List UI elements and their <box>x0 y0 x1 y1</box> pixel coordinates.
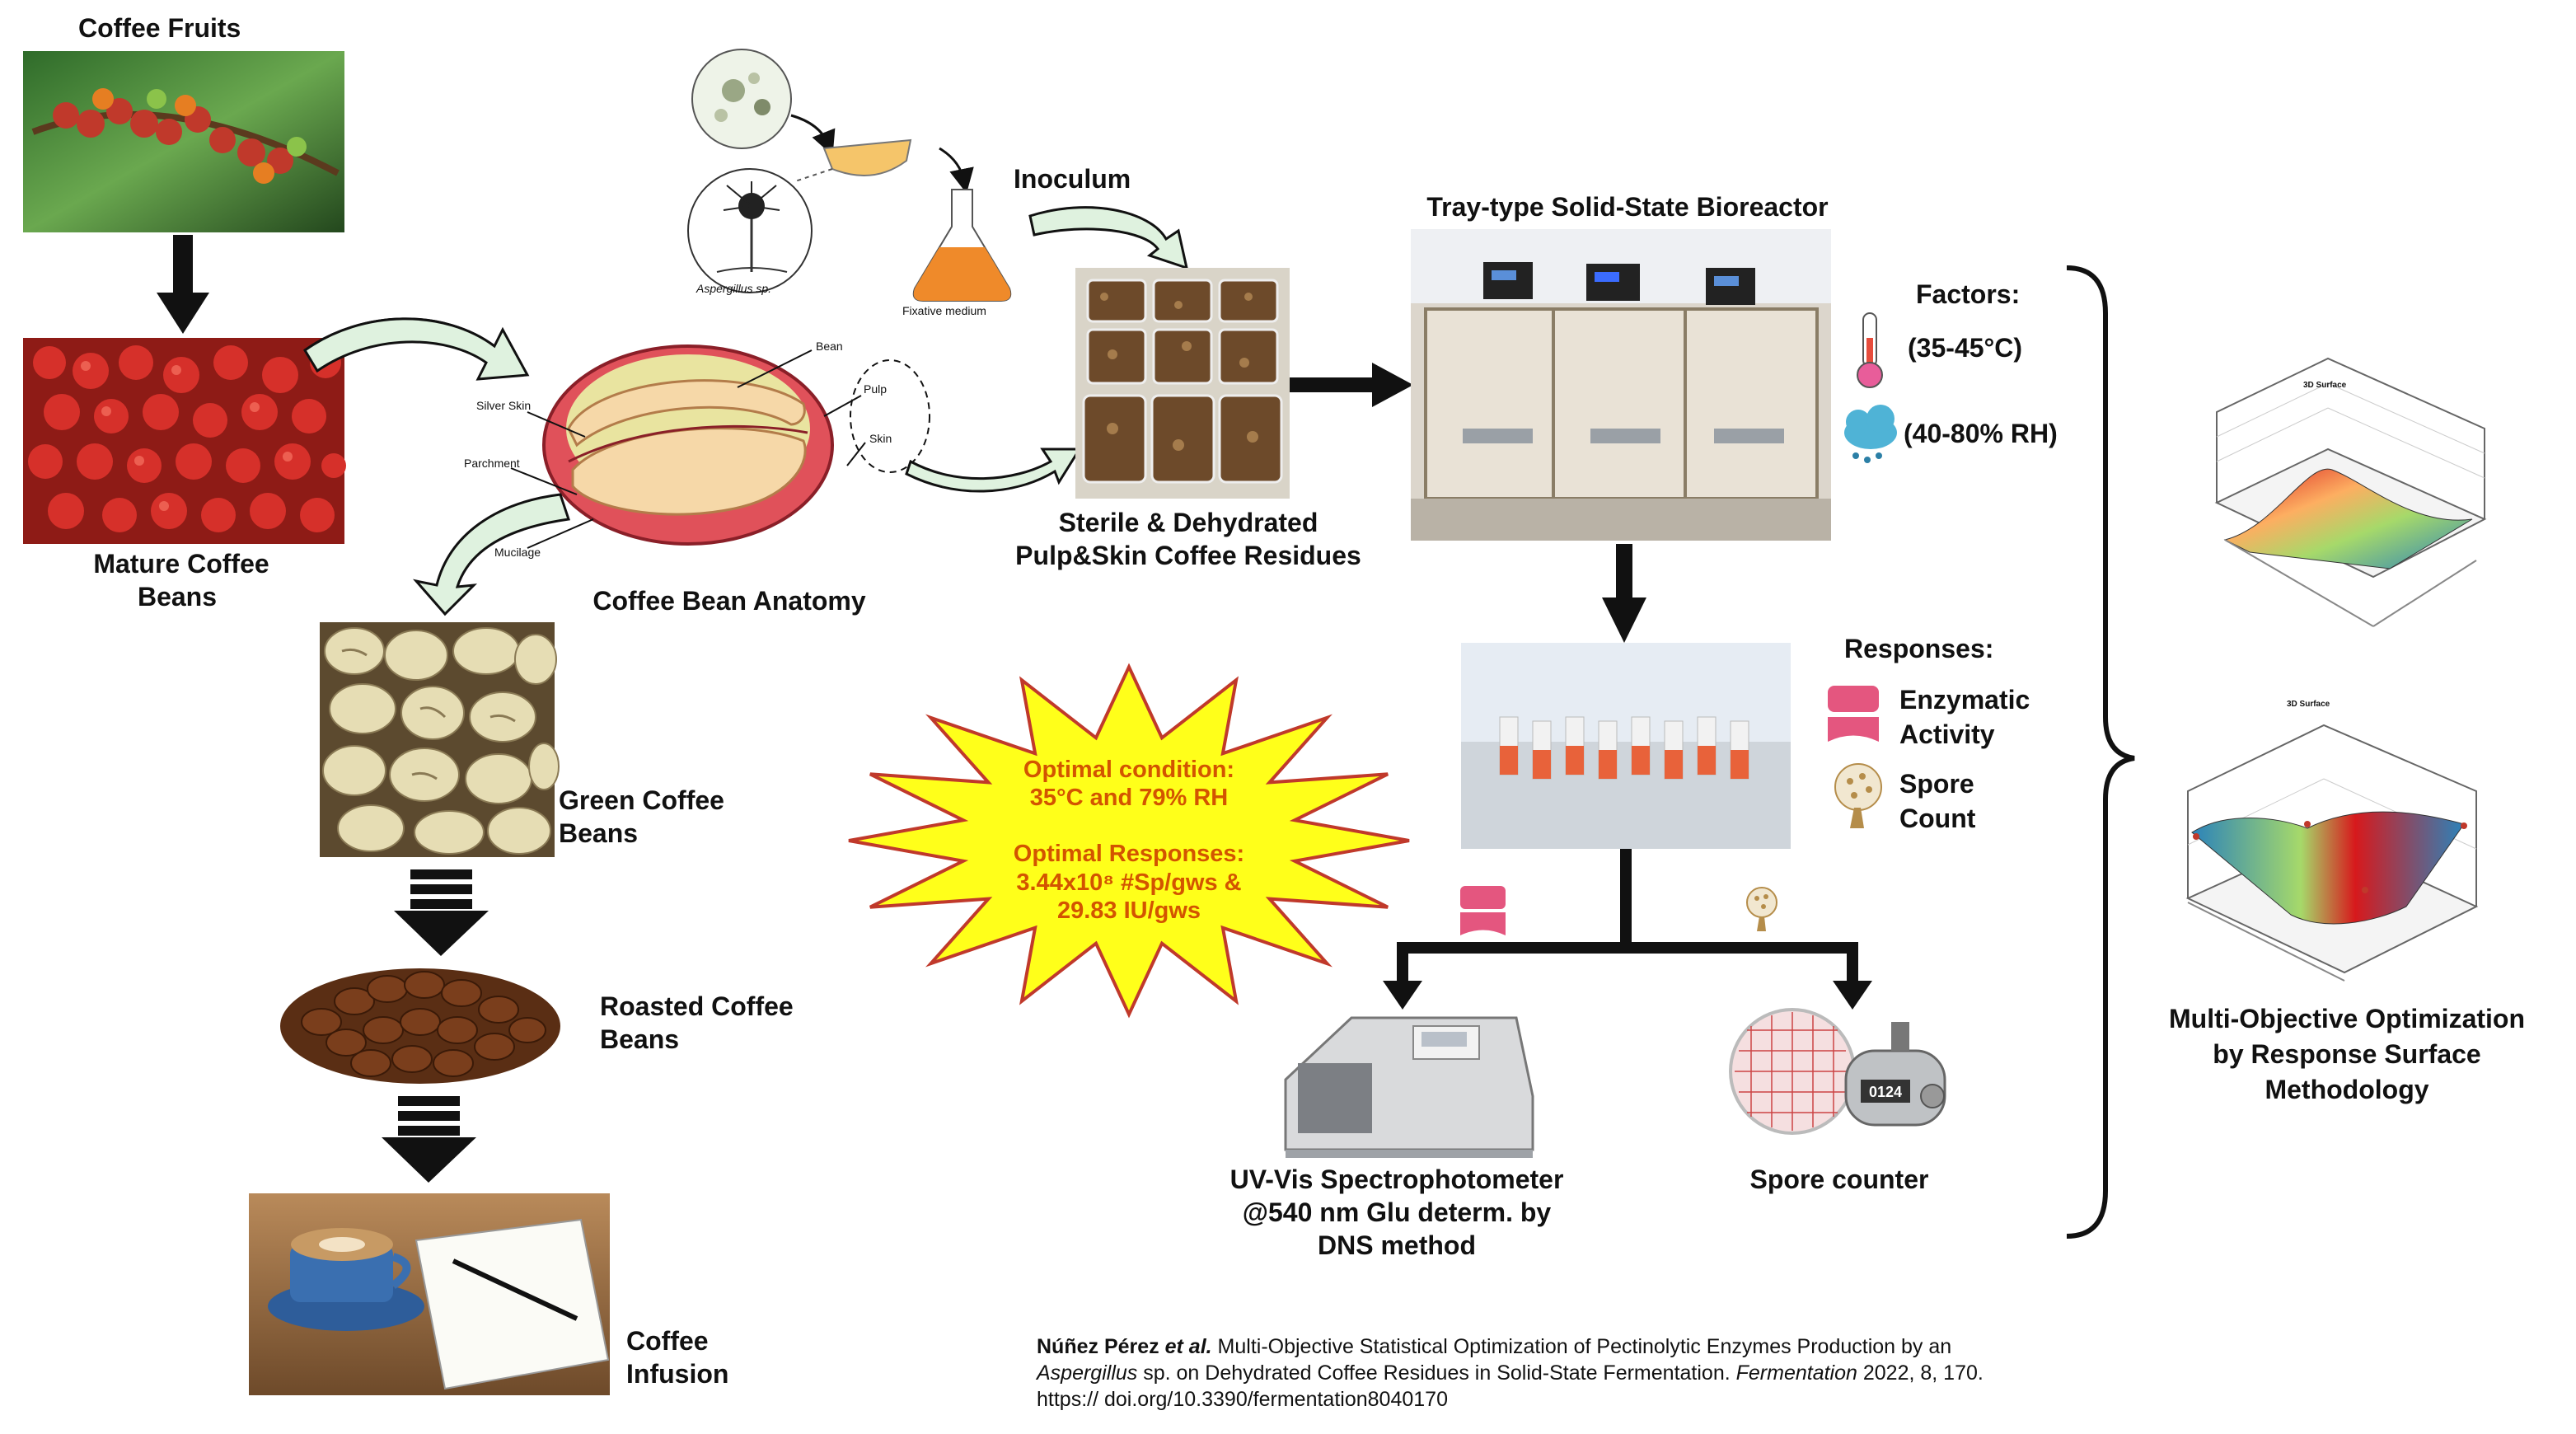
small-enzyme-icon <box>1460 886 1506 935</box>
striped-arrow-green-to-roasted <box>394 869 489 956</box>
hemocytometer-drawing <box>1729 1008 1856 1135</box>
bean-anatomy-drawing <box>510 344 930 549</box>
bioreactor-label: Tray-type Solid-State Bioreactor <box>1426 192 1828 222</box>
enzymatic-label-2: Activity <box>1899 719 1995 749</box>
bioreactor-photo <box>1411 229 1831 541</box>
petri-dish-icon <box>691 49 792 149</box>
anatomy-label-skin: Skin <box>869 432 892 445</box>
moo-label-1: Multi-Objective Optimization <box>2169 1004 2525 1033</box>
moo-label-2: by Response Surface <box>2213 1039 2480 1069</box>
citation-title-2: sp. on Dehydrated Coffee Residues in Sol… <box>1137 1361 1735 1385</box>
temperature-range: (35-45°C) <box>1908 333 2022 363</box>
uv-vis-label-2: @540 nm Glu determ. by <box>1243 1197 1552 1227</box>
moo-label-3: Methodology <box>2265 1075 2428 1104</box>
coffee-infusion-label-1: Coffee <box>626 1326 709 1356</box>
curly-brace <box>2066 265 2135 1239</box>
counter-display: 0124 <box>1869 1084 1902 1100</box>
aspergillus-microscope-icon <box>687 168 813 293</box>
dotted-leader <box>794 168 833 182</box>
anatomy-label-pulp: Pulp <box>864 382 887 396</box>
starburst-text: Optimal condition: 35°C and 79% RH Optim… <box>1014 757 1244 924</box>
coffee-fruits-photo <box>23 51 344 232</box>
spectrophotometer-drawing <box>1284 1016 1534 1158</box>
green-beans-label-2: Beans <box>559 818 638 848</box>
mature-beans-photo <box>23 338 346 544</box>
curved-arrow-anatomy-to-residues <box>905 448 1082 493</box>
roasted-beans-label-2: Beans <box>600 1024 679 1054</box>
surface-2-title: 3D Surface <box>2287 700 2330 709</box>
arrow-bioreactor-to-tubes <box>1602 544 1646 643</box>
responses-label: Responses: <box>1844 634 1993 663</box>
aspergillus-label: Aspergillus sp. <box>696 282 771 295</box>
anatomy-label-bean: Bean <box>816 340 843 353</box>
striped-arrow-roasted-to-infusion <box>382 1096 476 1183</box>
starburst-line-4: 3.44x10⁸ #Sp/gws & <box>1016 869 1241 896</box>
surface-1-title: 3D Surface <box>2303 381 2347 390</box>
curved-arrow-inoculum <box>1028 206 1189 270</box>
citation-authors: Núñez Pérez <box>1037 1335 1159 1358</box>
anatomy-label-mucilage: Mucilage <box>494 546 541 559</box>
green-beans-photo <box>320 622 560 857</box>
erlenmeyer-flask-icon <box>912 189 1012 302</box>
arrow-tube-to-flask <box>939 147 974 194</box>
starburst-line-3: Optimal Responses: <box>1014 841 1244 867</box>
spore-label-2: Count <box>1899 804 1976 833</box>
thermometer-icon <box>1857 312 1883 388</box>
citation-line-2: Aspergillus sp. on Dehydrated Coffee Res… <box>1035 1361 1984 1385</box>
green-beans-label-1: Green Coffee <box>559 785 724 815</box>
uv-vis-label-3: DNS method <box>1318 1230 1476 1260</box>
bean-anatomy-label: Coffee Bean Anatomy <box>592 586 866 616</box>
relative-humidity-range: (40-80% RH) <box>1904 419 2058 448</box>
citation-journal: Fermentation <box>1736 1361 1857 1385</box>
fixative-medium-label: Fixative medium <box>902 304 986 317</box>
citation-title-1: Multi-Objective Statistical Optimization… <box>1212 1335 1952 1358</box>
test-tubes-photo <box>1461 643 1791 849</box>
anatomy-label-silver-skin: Silver Skin <box>476 399 531 412</box>
citation-genus: Aspergillus <box>1035 1361 1137 1385</box>
tree-connector <box>1383 849 1872 1010</box>
arrow-residues-to-bioreactor <box>1290 363 1413 407</box>
coffee-residues-photo <box>1075 268 1290 499</box>
response-surface-plot-2: 3D Surface <box>2185 700 2479 982</box>
humidity-cloud-icon <box>1844 405 1897 463</box>
coffee-infusion-photo <box>249 1193 610 1395</box>
factors-label: Factors: <box>1916 279 2020 309</box>
citation-doi: https:// doi.org/10.3390/fermentation804… <box>1037 1388 1448 1411</box>
inoculum-label: Inoculum <box>1014 164 1131 194</box>
optimal-starburst <box>848 663 1410 1019</box>
citation-volume: 2022, 8, 170. <box>1857 1361 1984 1385</box>
starburst-line-1: Optimal condition: <box>1023 757 1234 783</box>
residues-label-2: Pulp&Skin Coffee Residues <box>1015 541 1361 570</box>
enzymatic-label-1: Enzymatic <box>1899 685 2030 715</box>
small-spore-icon <box>1746 887 1777 931</box>
arrow-fruits-to-mature <box>157 235 209 334</box>
residues-label-1: Sterile & Dehydrated <box>1059 508 1318 537</box>
spore-icon <box>1834 763 1882 828</box>
coffee-infusion-label-2: Infusion <box>626 1359 728 1389</box>
coffee-fruits-label: Coffee Fruits <box>78 13 241 43</box>
test-tube-icon <box>822 138 912 176</box>
starburst-line-5: 29.83 IU/gws <box>1057 897 1201 924</box>
enzyme-icon <box>1828 686 1879 742</box>
response-surface-plot-1: 3D Surface <box>2214 357 2487 627</box>
curved-arrow-mature-to-anatomy <box>303 317 530 381</box>
anatomy-label-parchment: Parchment <box>464 457 520 470</box>
starburst-line-2: 35°C and 79% RH <box>1030 785 1228 811</box>
citation-line-1: Núñez Pérez et al. Multi-Objective Stati… <box>1037 1335 1951 1358</box>
spore-counter-label: Spore counter <box>1750 1165 1929 1194</box>
roasted-beans-photo <box>280 968 560 1084</box>
uv-vis-label-1: UV-Vis Spectrophotometer <box>1230 1165 1564 1194</box>
mature-beans-label-1: Mature Coffee <box>93 549 269 579</box>
mature-beans-label-2: Beans <box>138 582 217 612</box>
curved-arrow-anatomy-to-green <box>412 493 570 616</box>
arrow-petri-to-tube <box>790 114 836 156</box>
spore-label-1: Spore <box>1899 769 1974 799</box>
tally-counter-drawing <box>1844 1022 1946 1127</box>
roasted-beans-label-1: Roasted Coffee <box>600 991 794 1021</box>
citation-etal: et al. <box>1159 1335 1212 1358</box>
